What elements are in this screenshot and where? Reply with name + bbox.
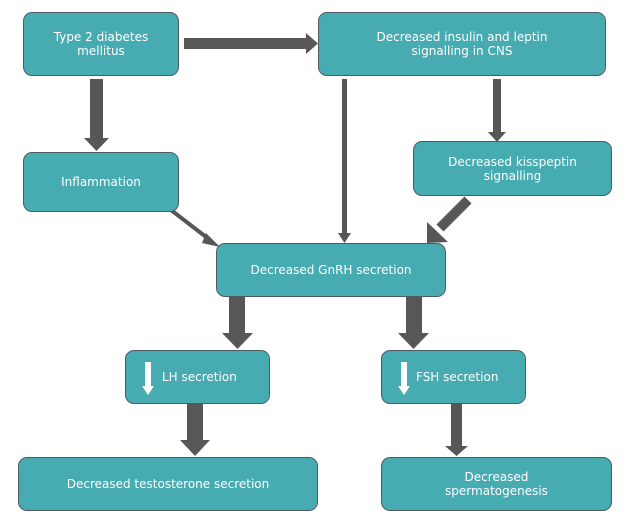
node-decreased-gnrh-secretion: Decreased GnRH secretion (216, 243, 446, 297)
node-decreased-insulin-leptin-signalling: Decreased insulin and leptin signalling … (318, 12, 606, 76)
arrow-insulin-to-gnrh (338, 79, 351, 243)
arrow-kisspeptin-to-gnrh (427, 196, 472, 243)
node-type-2-diabetes: Type 2 diabetes mellitus (23, 12, 179, 76)
node-decreased-spermatogenesis: Decreased spermatogenesis (381, 457, 612, 511)
arrow-inflammation-to-gnrh (169, 208, 220, 247)
arrow-t2dm-to-insulin (184, 33, 318, 54)
arrow-t2dm-to-inflammation (84, 79, 109, 151)
node-label: Decreased insulin and leptin signalling … (376, 30, 548, 58)
node-fsh-secretion: FSH secretion (381, 350, 526, 404)
node-label: Decreased GnRH secretion (250, 263, 412, 277)
arrow-fsh-to-spermatogenesis (445, 404, 468, 456)
down-arrow-icon (398, 362, 410, 395)
arrow-gnrh-to-fsh (398, 297, 429, 349)
node-inflammation: Inflammation (23, 152, 179, 212)
arrow-gnrh-to-lh (222, 297, 253, 349)
node-label: Decreased spermatogenesis (445, 470, 548, 498)
node-label: Inflammation (61, 175, 141, 189)
node-label: LH secretion (162, 370, 237, 384)
down-arrow-icon (142, 362, 154, 395)
node-label: Type 2 diabetes mellitus (53, 30, 149, 58)
arrow-insulin-to-kisspeptin (488, 79, 506, 142)
arrow-lh-to-testosterone (180, 404, 210, 456)
node-label: Decreased testosterone secretion (66, 477, 270, 491)
node-label: FSH secretion (416, 370, 499, 384)
node-lh-secretion: LH secretion (125, 350, 270, 404)
node-label: Decreased kisspeptin signalling (448, 154, 577, 183)
node-decreased-kisspeptin-signalling: Decreased kisspeptin signalling (413, 141, 612, 196)
node-decreased-testosterone-secretion: Decreased testosterone secretion (18, 457, 318, 511)
